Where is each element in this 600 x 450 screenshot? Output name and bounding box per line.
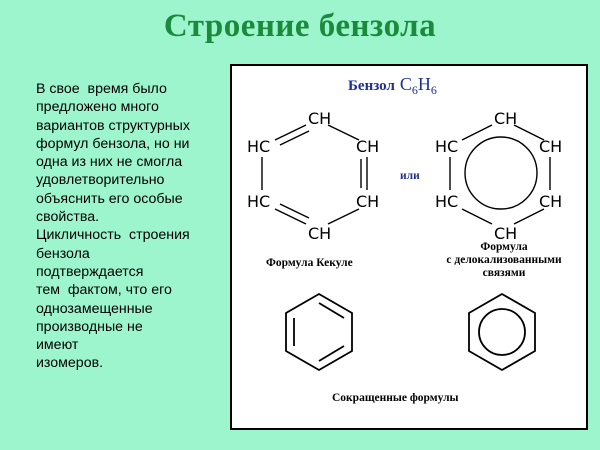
short-formula-kekule bbox=[285, 292, 353, 372]
body-line: одна из них не смогла bbox=[36, 154, 183, 171]
short-hexagon bbox=[468, 292, 536, 372]
body-line: формул бензола, но ни bbox=[36, 135, 190, 152]
kekule-label-lower-left: HC bbox=[247, 192, 270, 211]
body-line: изомеров. bbox=[36, 355, 104, 372]
kekule-bond bbox=[327, 124, 360, 141]
kekule-structure: CH HC CH HC CH CH bbox=[247, 109, 379, 243]
body-line: бензола bbox=[36, 245, 90, 262]
short-inner-bond bbox=[318, 302, 345, 319]
slide-title: Строение бензола bbox=[163, 8, 437, 44]
short-inner-bond bbox=[318, 345, 345, 362]
kekule-bond bbox=[327, 208, 360, 225]
deloc-label-top: CH bbox=[494, 109, 517, 128]
deloc-label-lower-right: CH bbox=[539, 192, 562, 211]
kekule-label-upper-right: CH bbox=[356, 137, 379, 156]
kekule-bond bbox=[274, 124, 307, 141]
delocalized-structure: CH HC CH HC CH CH bbox=[435, 109, 562, 243]
body-line: предложено много bbox=[36, 99, 159, 116]
kekule-label-upper-left: HC bbox=[247, 137, 270, 156]
caption-short-formulas: Сокращенные формулы bbox=[332, 392, 459, 404]
short-hexagon bbox=[285, 292, 353, 372]
kekule-label-top: CH bbox=[308, 109, 331, 128]
deloc-ring-circle bbox=[464, 136, 538, 210]
or-label: или bbox=[400, 170, 420, 182]
body-line: свойства. bbox=[36, 209, 100, 226]
body-line: однозамещенные bbox=[36, 300, 153, 317]
kekule-label-bottom: CH bbox=[308, 224, 331, 243]
caption-deloc-line3: связями bbox=[483, 267, 526, 279]
body-line: подтверждается bbox=[36, 263, 144, 280]
caption-kekule: Формула Кекуле bbox=[266, 257, 353, 269]
body-line: объяснить его особые bbox=[36, 190, 183, 207]
deloc-label-upper-right: CH bbox=[539, 137, 562, 156]
deloc-bonds bbox=[449, 124, 551, 225]
body-line: производные не bbox=[36, 318, 143, 335]
deloc-bond bbox=[461, 208, 493, 225]
body-line: имеют bbox=[36, 337, 79, 354]
kekule-bond bbox=[274, 208, 307, 225]
body-line: удовлетворительно bbox=[36, 172, 165, 189]
body-line: вариантов структурных bbox=[36, 117, 190, 134]
deloc-label-upper-left: HC bbox=[435, 137, 458, 156]
short-formula-delocalized bbox=[468, 292, 536, 372]
caption-deloc-line2: с делокализованными bbox=[446, 254, 562, 266]
deloc-label-lower-left: HC bbox=[435, 192, 458, 211]
deloc-bond bbox=[513, 124, 545, 141]
body-text: В свое время было предложено много вариа… bbox=[36, 80, 226, 373]
body-line: Цикличность строения bbox=[36, 227, 190, 244]
kekule-bond bbox=[279, 130, 310, 146]
deloc-bond bbox=[461, 124, 493, 141]
body-line: тем фактом, что его bbox=[36, 282, 172, 299]
kekule-label-lower-right: CH bbox=[356, 192, 379, 211]
deloc-bond bbox=[513, 208, 545, 225]
kekule-bonds bbox=[261, 124, 368, 225]
short-ring-circle bbox=[478, 308, 526, 356]
deloc-label-bottom: CH bbox=[494, 224, 517, 243]
kekule-bond bbox=[279, 203, 310, 219]
caption-deloc-line1: Формула bbox=[480, 241, 528, 253]
body-line: В свое время было bbox=[36, 81, 167, 97]
